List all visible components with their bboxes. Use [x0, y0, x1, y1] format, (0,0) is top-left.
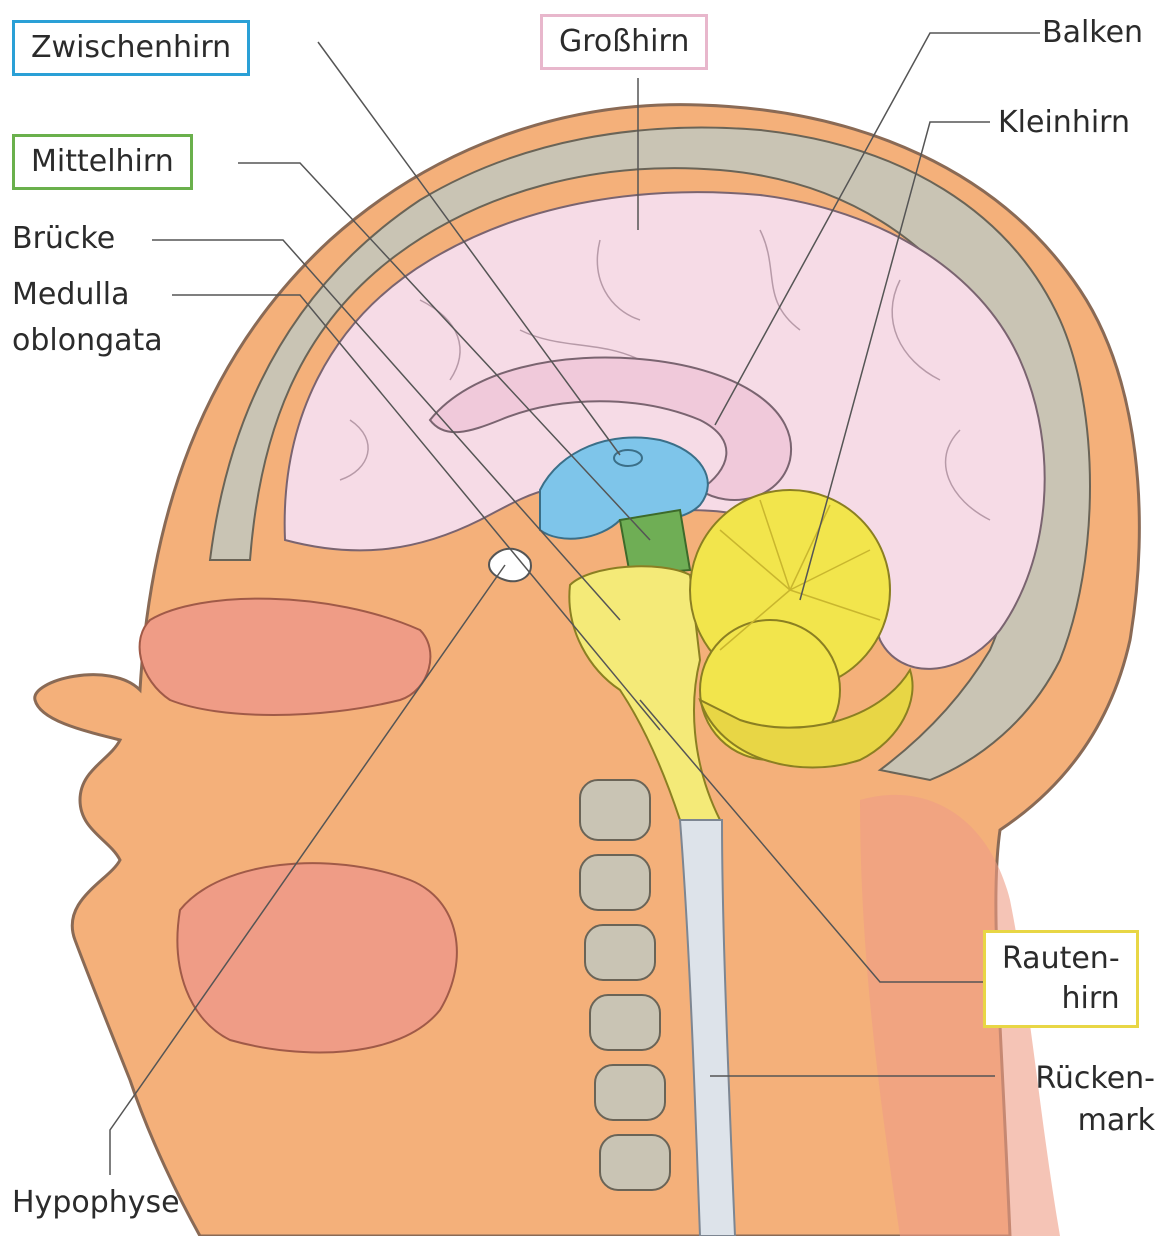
label-grosshirn: Großhirn — [540, 14, 708, 70]
label-rueckenmark-2: mark — [1010, 1100, 1155, 1142]
label-bruecke: Brücke — [12, 220, 115, 258]
label-rautenhirn-1: Rauten- — [1002, 939, 1120, 979]
label-rautenhirn-2: hirn — [1002, 979, 1120, 1019]
label-medulla-2: oblongata — [12, 322, 163, 360]
label-rueckenmark: Rücken- mark — [1010, 1058, 1155, 1142]
label-rautenhirn: Rauten- hirn — [983, 930, 1139, 1028]
label-kleinhirn: Kleinhirn — [998, 104, 1130, 142]
tongue — [177, 863, 456, 1052]
label-mittelhirn: Mittelhirn — [12, 134, 193, 190]
pituitary-gland — [489, 549, 531, 582]
label-rueckenmark-1: Rücken- — [1010, 1058, 1155, 1100]
label-medulla-1: Medulla — [12, 276, 129, 314]
label-hypophyse: Hypophyse — [12, 1184, 180, 1222]
label-balken: Balken — [1042, 14, 1143, 52]
label-zwischenhirn: Zwischenhirn — [12, 20, 250, 76]
